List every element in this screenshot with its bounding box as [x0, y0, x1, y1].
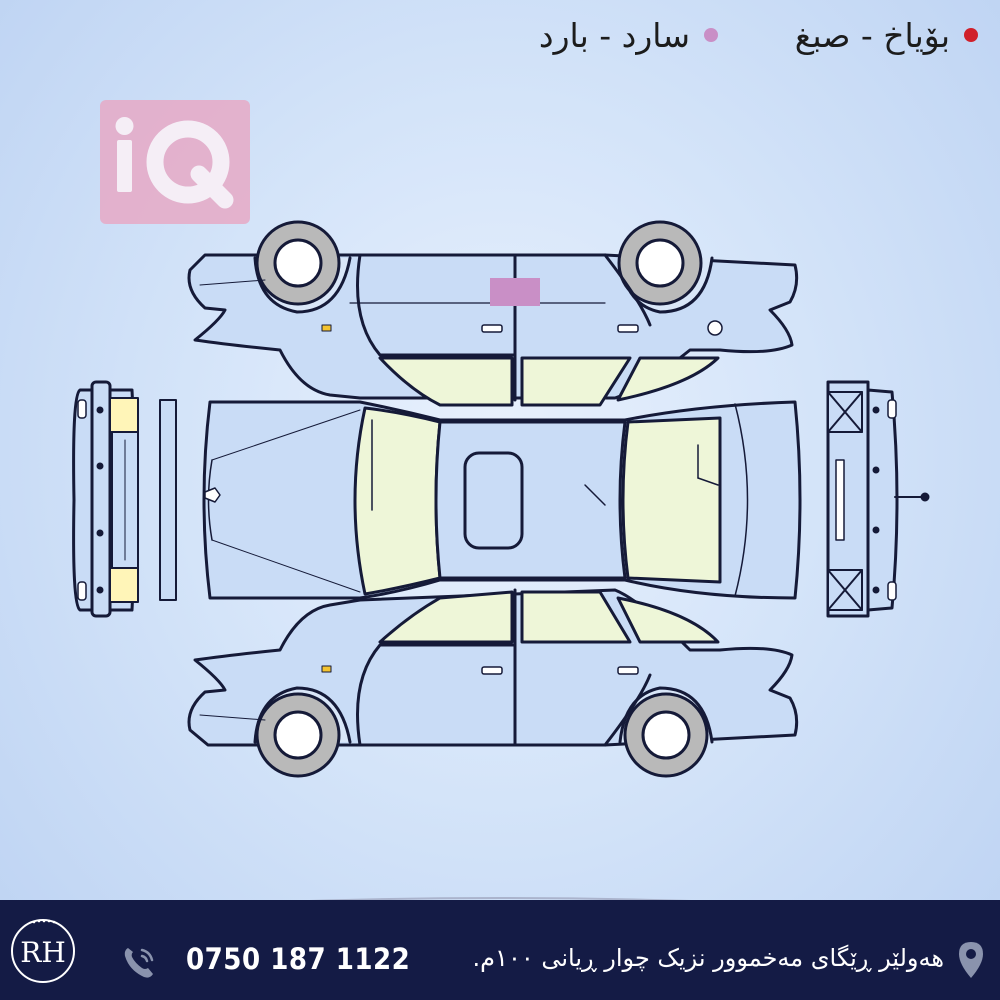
footer [0, 900, 1000, 1000]
side-top-window-front [378, 356, 514, 407]
front-headlight-top [109, 397, 139, 433]
front-headlight-bottom [109, 567, 139, 603]
brand-logo: RH [11, 919, 75, 983]
side-bottom-rim-front [273, 710, 323, 760]
location-pin-icon [959, 942, 983, 978]
top-view-sunroof [463, 451, 524, 550]
side-top-window-rear [520, 356, 632, 407]
side-top-door-front [356, 253, 517, 357]
legend-replaced-label: سارد - بارد [538, 15, 690, 55]
side-top-window-quarter [616, 356, 720, 402]
address-text: هەولێر ڕێگای مەخموور نزیک چوار ڕیانی ١٠٠… [472, 944, 944, 972]
legend-paint: بۆیاخ - صبغ [795, 10, 978, 60]
side-top-rim-front [273, 238, 323, 288]
side-bottom-window-rear [520, 590, 632, 644]
side-bottom-window-quarter [616, 596, 720, 644]
legend-replaced-dot [704, 28, 718, 42]
car-front-view [72, 380, 177, 618]
rear-view-body [863, 388, 899, 612]
side-bottom-window-front [378, 590, 514, 644]
brand-text: RH [20, 936, 66, 969]
side-top-roof-marked [490, 278, 540, 306]
front-plate [159, 399, 177, 601]
side-bottom-rim-rear [641, 710, 691, 760]
side-bottom-door-rear [513, 588, 652, 747]
car-side-bottom [187, 588, 799, 778]
car-side-top [187, 220, 799, 407]
phone-number[interactable]: 0750 187 1122 [186, 942, 411, 976]
iq-logo: iQ [100, 100, 250, 224]
top-view-rear-window [621, 416, 722, 584]
top-view-windshield [353, 406, 442, 596]
legend-replaced: سارد - بارد [539, 10, 718, 60]
legend-paint-dot [964, 28, 978, 42]
car-top-view [202, 400, 802, 600]
side-bottom-door-front [356, 643, 517, 747]
car-rear-view [826, 380, 930, 618]
phone-icon [124, 948, 154, 978]
car-diagram [72, 220, 930, 778]
legend-paint-label: بۆیاخ - صبغ [794, 15, 950, 55]
side-top-rim-rear [635, 238, 685, 288]
